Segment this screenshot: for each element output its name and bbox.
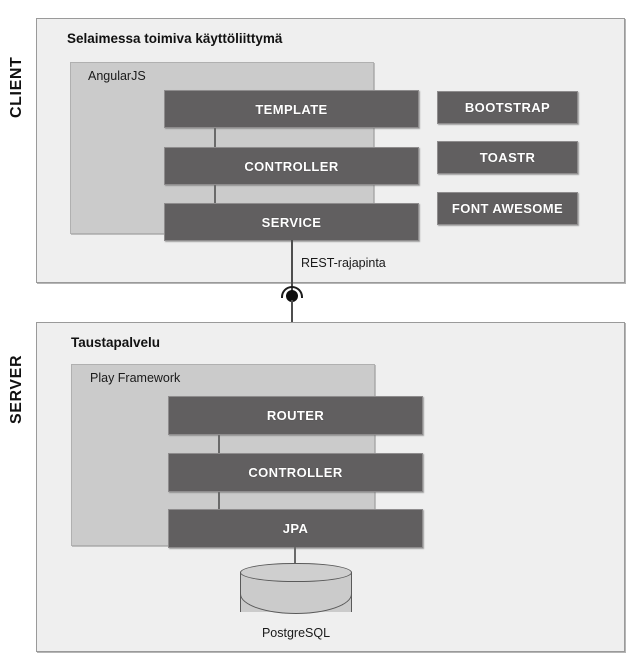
tier-label-server: SERVER — [8, 354, 25, 424]
layer-bar-server-controller[interactable]: CONTROLLER — [168, 453, 423, 492]
tier-label-client: CLIENT — [8, 56, 25, 118]
library-bar-bootstrap[interactable]: BOOTSTRAP — [437, 91, 578, 124]
rest-connector-line-upper — [291, 240, 293, 297]
layer-bar-template[interactable]: TEMPLATE — [164, 90, 419, 128]
layer-bar-client-controller[interactable]: CONTROLLER — [164, 147, 419, 185]
tier-title-client: Selaimessa toimiva käyttöliittymä — [67, 31, 283, 46]
connector-template-controller — [214, 127, 216, 148]
layer-bar-router[interactable]: ROUTER — [168, 396, 423, 435]
database-top-ellipse — [240, 563, 352, 582]
framework-label-angularjs: AngularJS — [88, 69, 146, 83]
library-bar-toastr[interactable]: TOASTR — [437, 141, 578, 174]
layer-bar-service[interactable]: SERVICE — [164, 203, 419, 241]
database-cylinder-icon — [240, 563, 352, 621]
connector-controller-service — [214, 184, 216, 204]
layer-bar-jpa[interactable]: JPA — [168, 509, 423, 548]
ball-joint-icon — [286, 290, 298, 302]
socket-arc-icon — [281, 286, 303, 298]
framework-label-play: Play Framework — [90, 371, 181, 385]
rest-interface-label: REST-rajapinta — [301, 256, 386, 270]
library-bar-font-awesome[interactable]: FONT AWESOME — [437, 192, 578, 225]
database-label: PostgreSQL — [261, 626, 331, 640]
connector-controller-jpa — [218, 491, 220, 510]
tier-title-server: Taustapalvelu — [71, 335, 161, 350]
connector-jpa-database — [294, 547, 296, 565]
connector-router-controller — [218, 434, 220, 454]
